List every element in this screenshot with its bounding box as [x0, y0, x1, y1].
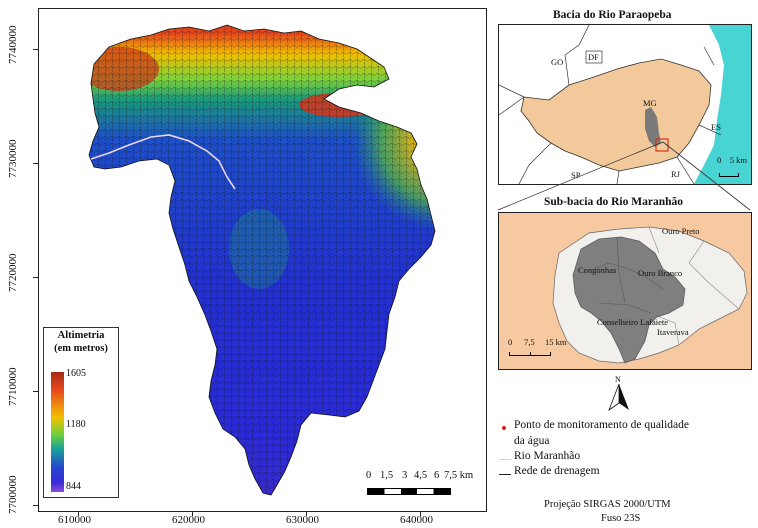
main-scalebar: 0 1,5 3 4,5 6 7,5 km: [360, 470, 480, 500]
label-rj: RJ: [671, 169, 680, 179]
inset-bottom-scale-tick: 15 km: [545, 337, 567, 347]
legend-point-label-2: da água: [514, 435, 550, 447]
scale-tick-label: 7,5 km: [444, 470, 474, 481]
inset-bottom-map: [552, 226, 748, 364]
label-conselheiro-lafaiete: Conselheiro Lafaiete: [597, 317, 669, 327]
north-label: N: [615, 375, 621, 384]
x-tick-label: 630000: [286, 514, 319, 526]
legend-river-label: Rio Maranhão: [514, 450, 581, 462]
y-tick-label: 7710000: [7, 367, 19, 407]
monitoring-point-icon: [502, 426, 506, 430]
y-tick-label: 7730000: [7, 139, 19, 179]
scale-tick-label: 6: [434, 470, 440, 481]
y-tick-label: 7740000: [7, 25, 19, 65]
elevation-color-ramp: [51, 372, 64, 492]
legend-min: 844: [66, 481, 81, 492]
y-tick: [33, 391, 38, 392]
inset-bottom-scale-tick: 7,5: [524, 337, 535, 347]
y-tick: [33, 277, 38, 278]
label-ouro-branco: Ouro Branco: [638, 268, 683, 278]
river-line-icon: [499, 459, 511, 460]
legend-drain-label: Rede de drenagem: [514, 465, 600, 477]
label-go: GO: [551, 57, 564, 67]
scale-tick-label: 1,5: [380, 470, 394, 481]
y-tick: [33, 505, 38, 506]
north-arrow-icon: [608, 383, 629, 412]
y-tick: [33, 49, 38, 50]
x-tick: [420, 512, 421, 516]
x-tick: [306, 512, 307, 516]
label-mg: MG: [643, 98, 657, 108]
inset-bottom-title: Sub-bacia do Rio Maranhão: [544, 196, 683, 208]
label-df: DF: [588, 52, 599, 62]
projection-line2: Fuso 23S: [601, 513, 641, 524]
x-tick-label: 610000: [58, 514, 91, 526]
scale-bar-segments: [367, 488, 451, 495]
rio-maranhao-line: [90, 134, 236, 190]
inset-bottom-frame: Ouro Preto Congonhas Ouro Branco Conselh…: [498, 212, 752, 370]
projection-line1: Projeção SIRGAS 2000/UTM: [544, 499, 671, 510]
inset-top-scale-bar: [719, 173, 739, 177]
x-tick: [192, 512, 193, 516]
inset-top-frame: GO DF MG ES SP RJ 0 5 km: [498, 24, 752, 185]
legend-title: Altimetria: [57, 330, 105, 341]
inset-top-title: Bacia do Rio Paraopeba: [553, 9, 672, 21]
legend-max: 1605: [66, 368, 86, 379]
inset-top-map: [499, 25, 751, 184]
y-tick-label: 7700000: [7, 475, 19, 515]
label-ouro-preto: Ouro Preto: [662, 226, 700, 236]
scale-tick-label: 4,5: [414, 470, 428, 481]
elevation-map: [88, 24, 436, 496]
scale-tick-label: 0: [366, 470, 372, 481]
leader-lines: [497, 141, 751, 211]
drain-line-icon: [499, 474, 511, 475]
legend-subtitle: (em metros): [54, 343, 108, 354]
y-tick-label: 7720000: [7, 253, 19, 293]
legend-mid: 1180: [66, 419, 86, 430]
x-tick-label: 640000: [400, 514, 433, 526]
inset-top-scale-label: 0 5 km: [717, 155, 747, 165]
x-tick: [78, 512, 79, 516]
label-sp: SP: [571, 170, 581, 180]
altimetria-legend: Altimetria (em metros) 1605 1180 844: [43, 327, 119, 498]
legend-point-label: Ponto de monitoramento de qualidade: [514, 419, 690, 431]
x-tick-label: 620000: [172, 514, 205, 526]
label-itaverava: Itaverava: [657, 327, 689, 337]
scale-tick-label: 3: [402, 470, 408, 481]
inset-bottom-scale-mid: [530, 352, 531, 356]
y-tick: [33, 163, 38, 164]
inset-bottom-scale-tick: 0: [508, 337, 513, 347]
label-es: ES: [711, 122, 721, 132]
label-congonhas: Congonhas: [578, 265, 617, 275]
